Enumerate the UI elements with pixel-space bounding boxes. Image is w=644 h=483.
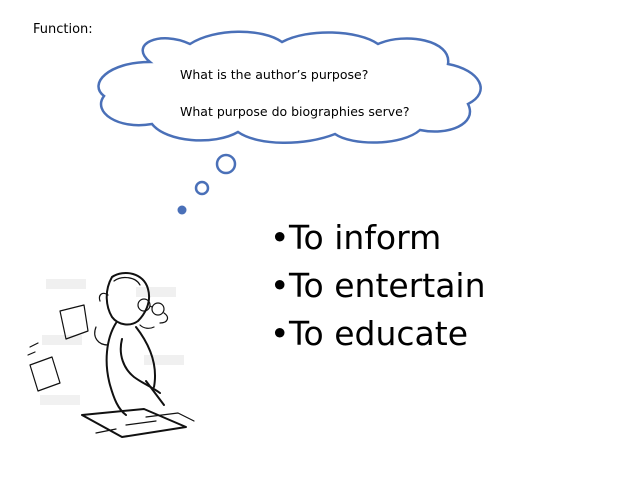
flying-paper-top	[59, 304, 89, 340]
thought-bubble-medium	[194, 180, 210, 196]
desk-paper	[81, 408, 187, 438]
list-item-text: To entertain	[289, 266, 486, 305]
slide-heading: Function:	[33, 22, 93, 37]
thought-bubble-large	[215, 153, 237, 175]
list-item-text: To inform	[289, 218, 442, 257]
list-item: •To inform	[270, 214, 486, 262]
thought-cloud-outline	[97, 30, 482, 144]
watermark-pattern	[40, 279, 184, 405]
writer-at-desk-cartoon-icon	[27, 272, 195, 438]
question-authors-purpose: What is the author’s purpose?	[180, 67, 369, 82]
bullet-icon: •	[270, 218, 290, 257]
list-item: •To entertain	[270, 262, 486, 310]
purpose-list: •To inform •To entertain •To educate	[270, 214, 486, 358]
bullet-icon: •	[270, 266, 290, 305]
list-item-text: To educate	[289, 314, 469, 353]
question-biographies-purpose: What purpose do biographies serve?	[180, 104, 410, 119]
bullet-icon: •	[270, 314, 290, 353]
writer-head	[105, 272, 150, 326]
flying-paper-left	[29, 356, 61, 392]
thought-bubble-small	[177, 205, 187, 215]
thought-cloud-icon	[97, 30, 482, 215]
pen-icon	[145, 380, 165, 406]
list-item: •To educate	[270, 310, 486, 358]
writer-body	[105, 322, 127, 416]
